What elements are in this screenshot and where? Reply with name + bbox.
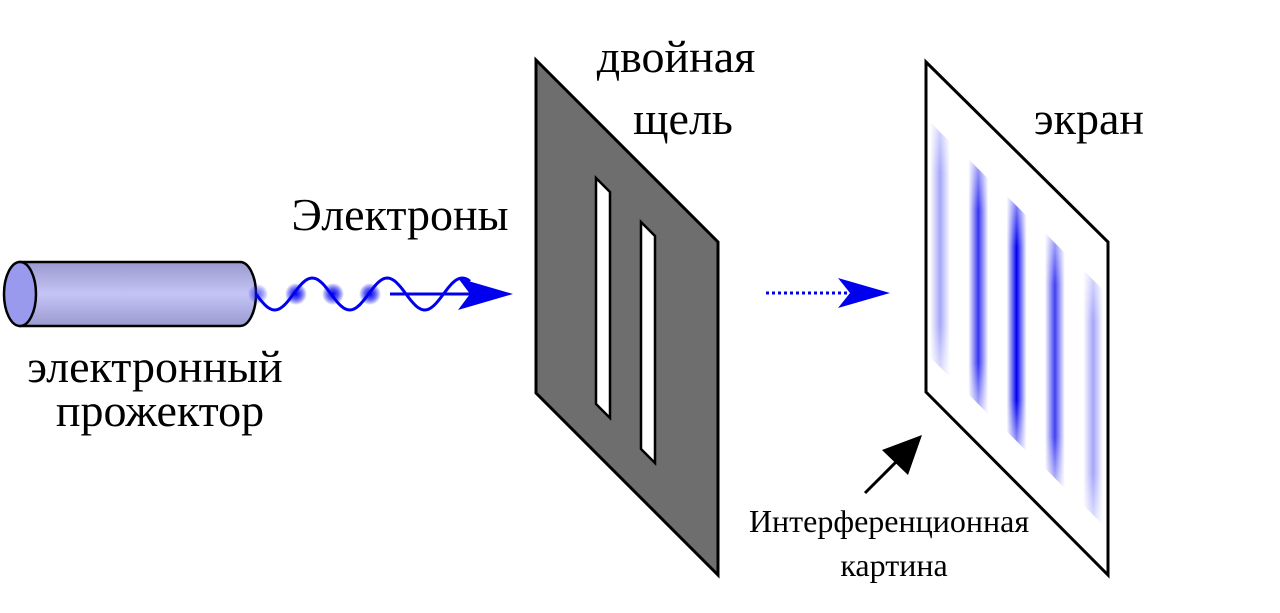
label-double-slit-2: щель [633, 93, 733, 144]
slit-1 [594, 174, 612, 422]
electron-wave [254, 276, 471, 312]
electron-gun-icon [2, 260, 258, 328]
slit-2 [639, 218, 657, 467]
stripe-fade [968, 159, 989, 414]
stripe-fade [1083, 270, 1104, 525]
double-slit-panel [534, 56, 720, 579]
label-interference-1: Интерференционная [749, 503, 1029, 539]
label-electron-gun-2: прожектор [56, 385, 264, 436]
stripe-fade [1044, 233, 1065, 488]
interference-stripes [930, 122, 1104, 525]
pattern-pointer-arrowhead-icon [882, 435, 922, 475]
stripe-fade [930, 122, 950, 377]
label-electron-gun-1: электронный [27, 341, 282, 392]
label-screen: экран [1034, 93, 1144, 144]
pattern-pointer-line [863, 456, 902, 495]
label-electrons: Электроны [291, 189, 508, 240]
detection-screen [924, 58, 1110, 579]
label-interference-2: картина [840, 547, 947, 583]
stripe-fade [1006, 196, 1027, 451]
electron-arrowhead-icon [458, 278, 513, 310]
dotted-arrowhead-icon [838, 278, 890, 308]
label-double-slit-1: двойная [597, 31, 756, 82]
